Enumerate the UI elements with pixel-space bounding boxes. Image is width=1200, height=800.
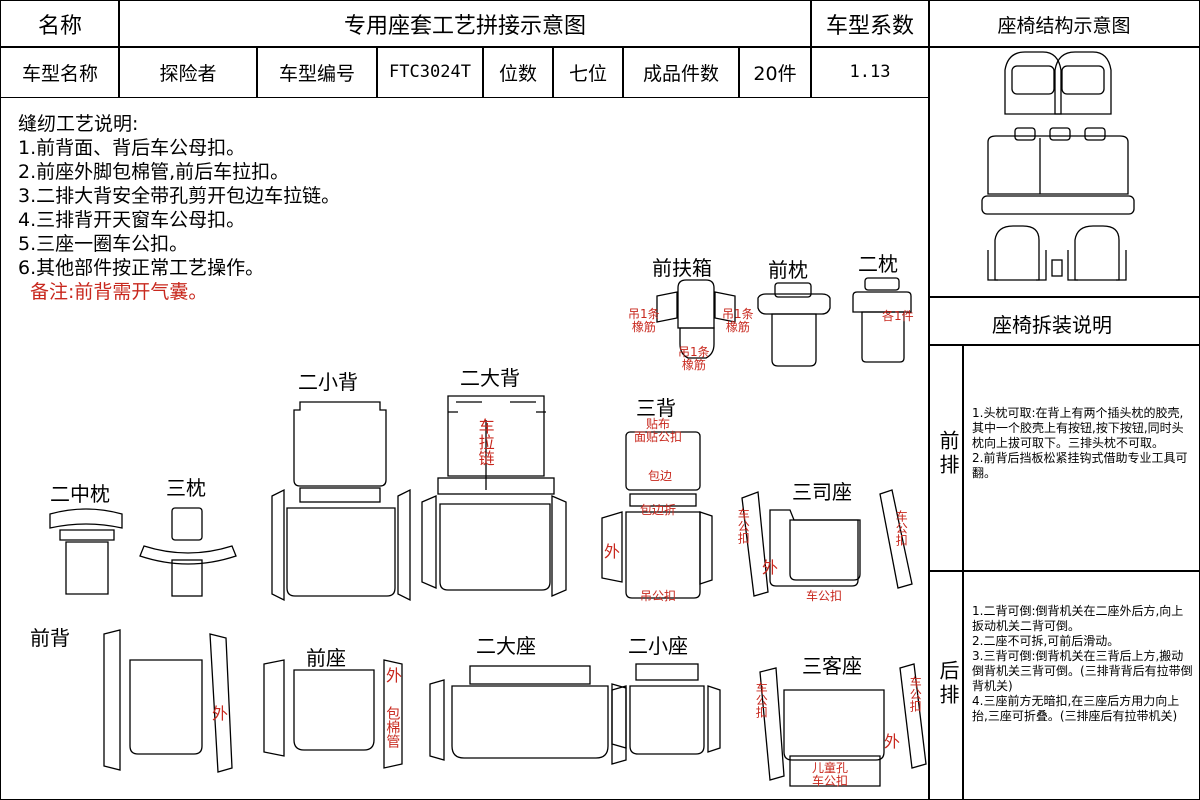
annotation-driver-right: 车公扣 bbox=[894, 510, 909, 546]
label-front-armrest: 前扶箱 bbox=[652, 256, 712, 280]
front-armrest-pattern bbox=[656, 279, 736, 359]
sewing-note-1: 1.前背面、背后车公母扣。 bbox=[18, 137, 246, 159]
annotation-passenger-left: 车公扣 bbox=[754, 682, 769, 718]
sewing-note-3: 3.二排大背安全带孔剪开包边车拉链。 bbox=[18, 185, 341, 207]
label-front-seat: 前座 bbox=[306, 646, 346, 670]
seat-structure-diagram bbox=[981, 51, 1135, 281]
annotation-third-back-bottom: 吊公扣 bbox=[640, 589, 677, 603]
annotation-third-back-edge: 包边 bbox=[648, 469, 673, 483]
sewing-note-5: 5.三座一圈车公扣。 bbox=[18, 233, 189, 255]
second-mid-headrest-pattern bbox=[49, 508, 123, 595]
label-second-small-seat: 二小座 bbox=[628, 634, 688, 658]
annotation-hang-right: 吊1条 橡筋 bbox=[722, 307, 754, 334]
coef-label: 车型系数 bbox=[810, 0, 930, 48]
doc-title: 专用座套工艺拼接示意图 bbox=[118, 0, 812, 48]
disassembly-title: 座椅拆装说明 bbox=[992, 313, 1112, 337]
third-back-pattern bbox=[601, 431, 713, 599]
seats-value: 七位 bbox=[552, 46, 624, 98]
sewing-remark: 备注:前背需开气囊。 bbox=[30, 281, 208, 303]
annotation-third-back-outer: 外 bbox=[604, 542, 621, 561]
annotation-driver-left: 车公扣 bbox=[736, 508, 751, 544]
pieces-label: 成品件数 bbox=[622, 46, 740, 98]
label-second-small-back: 二小背 bbox=[298, 370, 358, 394]
third-passenger-seat-pattern bbox=[759, 663, 927, 787]
pieces-value: 20件 bbox=[738, 46, 812, 98]
annotation-armrest-bottom: 吊1条 橡筋 bbox=[678, 345, 710, 372]
third-headrest-pattern bbox=[139, 507, 237, 597]
sewing-note-6: 6.其他部件按正常工艺操作。 bbox=[18, 257, 265, 279]
second-big-seat-pattern bbox=[429, 665, 627, 765]
third-driver-seat-pattern bbox=[741, 489, 913, 597]
rear-row-label: 后排 bbox=[936, 660, 960, 708]
second-big-back-pattern bbox=[421, 395, 567, 597]
seats-label: 位数 bbox=[482, 46, 554, 98]
sewing-note-2: 2.前座外脚包棉管,前后车拉扣。 bbox=[18, 161, 290, 183]
rear-row-text: 1.二背可倒:倒背机关在二座外后方,向上扳动机关二背可倒。 2.二座不可拆,可前… bbox=[972, 604, 1193, 723]
name-label: 名称 bbox=[0, 0, 120, 48]
annotation-third-back-mid: 包边折 bbox=[640, 503, 677, 517]
front-seat-pattern bbox=[263, 659, 403, 769]
model-name: 探险者 bbox=[118, 46, 258, 98]
annotation-passenger-outer: 外 bbox=[884, 732, 901, 751]
label-front-headrest: 前枕 bbox=[768, 258, 808, 282]
second-headrest-pattern bbox=[852, 277, 912, 363]
annotation-second-headrest: 各1件 bbox=[882, 309, 914, 323]
model-name-label: 车型名称 bbox=[0, 46, 120, 98]
model-code-label: 车型编号 bbox=[256, 46, 378, 98]
coef-value: 1.13 bbox=[810, 46, 930, 98]
annotation-driver-bottom: 车公扣 bbox=[806, 589, 843, 603]
sewing-notes: 缝纫工艺说明: 1.前背面、背后车公母扣。 2.前座外脚包棉管,前后车拉扣。 3… bbox=[18, 112, 340, 304]
label-third-headrest: 三枕 bbox=[166, 476, 206, 500]
label-third-back: 三背 bbox=[636, 396, 676, 420]
sewing-note-4: 4.三排背开天窗车公母扣。 bbox=[18, 209, 246, 231]
label-front-back: 前背 bbox=[30, 626, 70, 650]
front-row-label: 前排 bbox=[936, 430, 960, 478]
label-second-big-seat: 二大座 bbox=[476, 634, 536, 658]
annotation-front-seat-wrap: 包棉管 bbox=[384, 706, 401, 748]
annotation-front-seat-outer: 外 bbox=[386, 666, 403, 685]
second-small-back-pattern bbox=[271, 401, 411, 602]
annotation-zipper: 车拉链 bbox=[475, 418, 495, 466]
annotation-hang-left: 吊1条 橡筋 bbox=[628, 307, 660, 334]
front-row-text: 1.头枕可取:在背上有两个插头枕的胶壳,其中一个胶壳上有按钮,按下按钮,同时头枕… bbox=[972, 406, 1188, 480]
label-third-driver-seat: 三司座 bbox=[792, 480, 852, 504]
front-headrest-pattern bbox=[757, 282, 831, 367]
model-code: FTC3024T bbox=[376, 46, 484, 98]
annotation-driver-outer: 外 bbox=[762, 558, 779, 577]
label-second-big-back: 二大背 bbox=[460, 366, 520, 390]
annotation-passenger-right: 车公扣 bbox=[908, 676, 923, 712]
label-third-passenger-seat: 三客座 bbox=[802, 654, 862, 678]
front-back-pattern bbox=[103, 629, 233, 773]
label-second-mid-headrest: 二中枕 bbox=[50, 482, 110, 506]
annotation-passenger-bottom: 儿童孔 车公扣 bbox=[812, 761, 849, 788]
annotation-third-back-top: 贴布 面贴公扣 bbox=[634, 417, 683, 444]
panel-divider bbox=[962, 344, 964, 800]
second-small-seat-pattern bbox=[611, 663, 721, 755]
sewing-notes-title: 缝纫工艺说明: bbox=[18, 113, 139, 135]
label-second-headrest: 二枕 bbox=[858, 252, 898, 276]
annotation-front-back-outer: 外 bbox=[212, 704, 229, 723]
